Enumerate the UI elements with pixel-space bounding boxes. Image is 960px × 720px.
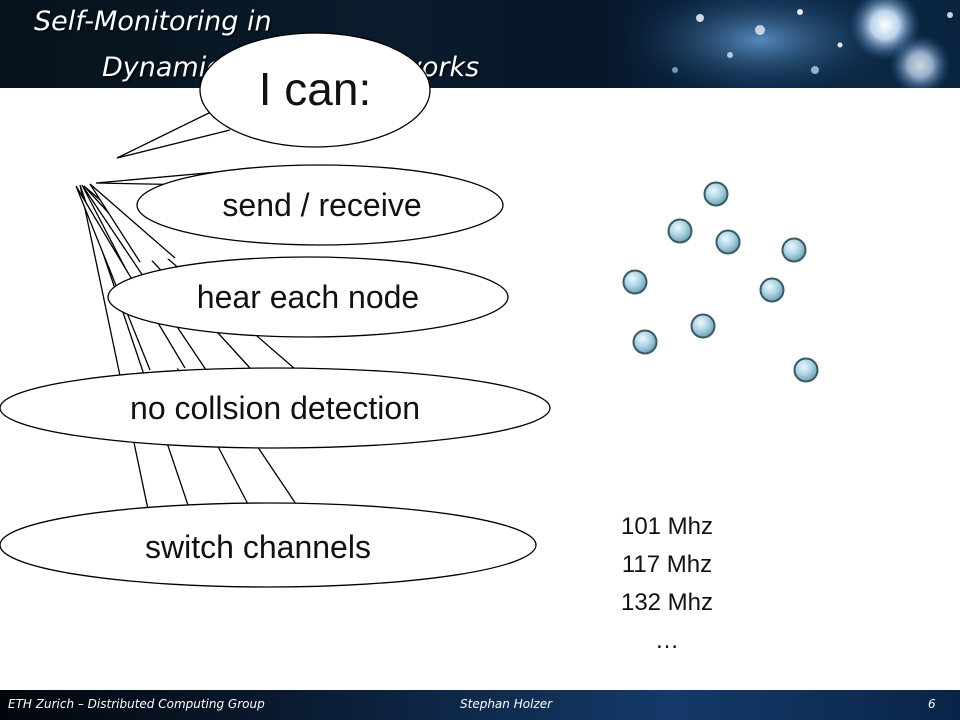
callout-tail-hear-each-node (89, 183, 176, 263)
footer-page-number: 6 (928, 697, 936, 711)
network-node (703, 181, 729, 207)
bubble-hear-each-node (107, 256, 509, 338)
bubble-send-receive (136, 164, 504, 246)
bubble-no-collision-detection (0, 367, 551, 449)
callout-switch-channels-label: switch channels (145, 529, 371, 565)
slide-title-line1: Self-Monitoring in (34, 6, 272, 37)
bubble-i-can (199, 32, 431, 148)
footer-organization: ETH Zurich – Distributed Computing Group (8, 697, 265, 711)
network-node (793, 357, 819, 383)
frequency-list: 101 Mhz 117 Mhz 132 Mhz … (612, 508, 722, 660)
network-node (667, 218, 693, 244)
footer-author: Stephan Holzer (460, 697, 553, 711)
callout-tail-i-can (116, 109, 231, 159)
slide-footer: ETH Zurich – Distributed Computing Group… (0, 690, 960, 720)
callout-hear-each-node-label: hear each node (196, 279, 420, 315)
frequency-item: 101 Mhz (620, 513, 714, 540)
callout-send-receive-label: send / receive (222, 187, 422, 223)
network-node (632, 329, 658, 355)
network-node (715, 229, 741, 255)
callout-main-label: I can: (258, 63, 372, 115)
network-node (690, 313, 716, 339)
callout-no-collision-label: no collsion detection (130, 390, 420, 426)
network-node (759, 277, 785, 303)
bubble-switch-channels (0, 502, 537, 588)
network-node (781, 237, 807, 263)
disco-ball-decoration (610, 0, 953, 88)
frequency-ellipsis: … (655, 627, 679, 654)
frequency-item: 117 Mhz (621, 551, 713, 578)
network-node (622, 269, 648, 295)
frequency-item: 132 Mhz (620, 589, 714, 616)
